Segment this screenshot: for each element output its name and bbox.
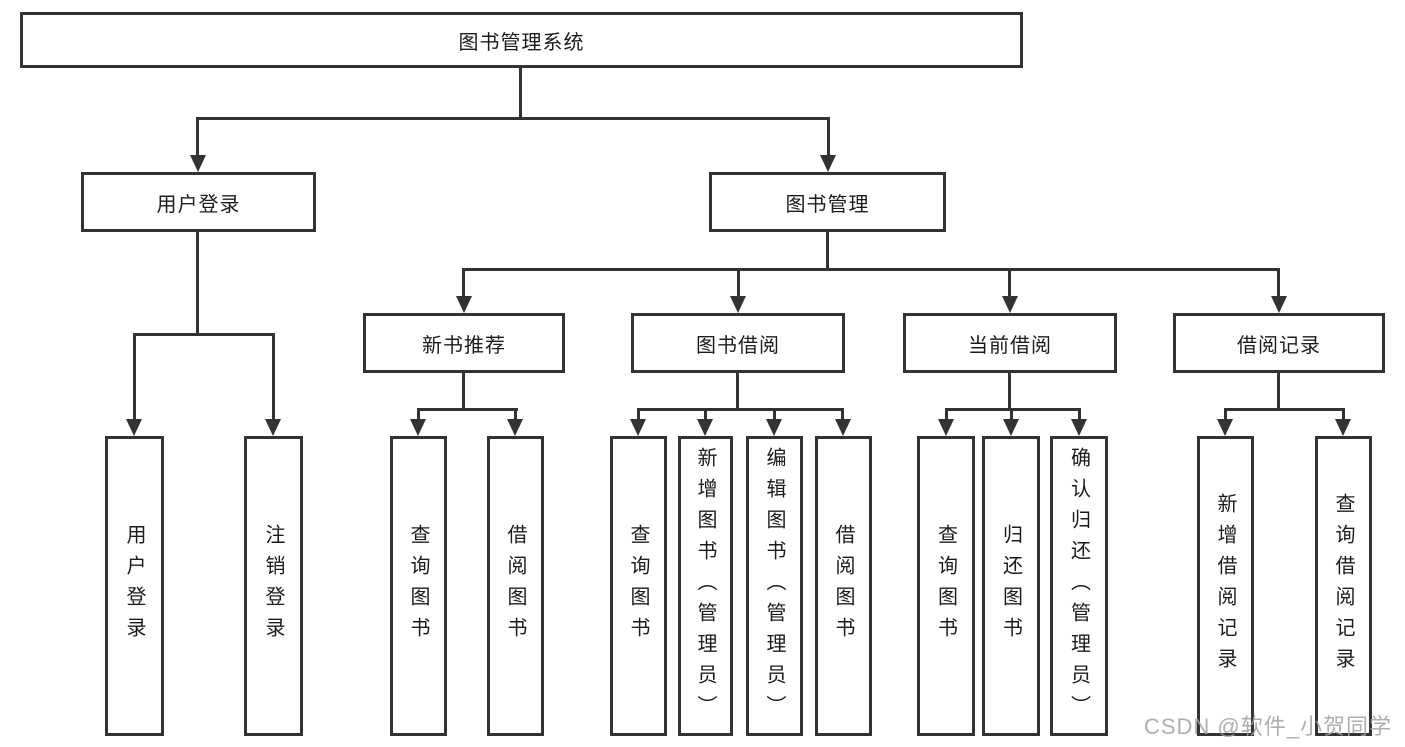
leaf-current-return-books: 归还图书	[982, 436, 1040, 736]
connector-line	[196, 117, 830, 120]
arrowhead-down-icon	[507, 419, 523, 436]
leaf-records-query-record: 查询借阅记录	[1315, 436, 1372, 736]
connector-line	[1008, 373, 1011, 411]
leaf-borrowing-query-books: 查询图书	[610, 436, 667, 736]
leaf-borrowing-edit-books-admin: 编辑图书（管理员）	[746, 436, 803, 736]
connector-line	[514, 408, 517, 423]
connector-line	[417, 408, 518, 411]
node-book-borrowing: 图书借阅	[631, 313, 845, 373]
connector-line	[272, 333, 275, 423]
arrowhead-down-icon	[730, 296, 746, 313]
csdn-watermark: CSDN @软件_小贺同学	[1143, 714, 1392, 739]
connector-line	[773, 408, 776, 423]
leaf-user-login: 用户登录	[105, 436, 164, 736]
connector-line	[704, 408, 707, 423]
connector-line	[1277, 373, 1280, 411]
connector-line	[841, 408, 844, 423]
leaf-borrowing-add-books-admin: 新增图书（管理员）	[678, 436, 733, 736]
leaf-current-query-books: 查询图书	[917, 436, 975, 736]
connector-line	[133, 333, 136, 423]
connector-line	[1078, 408, 1081, 423]
arrowhead-down-icon	[1071, 419, 1087, 436]
connector-line	[826, 232, 829, 271]
connector-line	[1224, 408, 1227, 423]
node-borrow-records: 借阅记录	[1173, 313, 1385, 373]
connector-line	[1277, 268, 1280, 299]
connector-line	[519, 68, 522, 119]
leaf-current-confirm-return-admin: 确认归还（管理员）	[1050, 436, 1108, 736]
leaf-logout: 注销登录	[244, 436, 303, 736]
node-root-system: 图书管理系统	[20, 12, 1023, 68]
arrowhead-down-icon	[456, 296, 472, 313]
node-user-login: 用户登录	[81, 172, 316, 232]
arrowhead-down-icon	[265, 419, 281, 436]
arrowhead-down-icon	[190, 155, 206, 172]
connector-line	[196, 232, 199, 336]
connector-line	[462, 268, 1280, 271]
connector-line	[1342, 408, 1345, 423]
node-current-borrowing: 当前借阅	[903, 313, 1117, 373]
leaf-borrowing-borrow-books: 借阅图书	[815, 436, 872, 736]
connector-line	[417, 408, 420, 423]
connector-line	[1010, 408, 1013, 423]
arrowhead-down-icon	[1217, 419, 1233, 436]
connector-line	[637, 408, 640, 423]
arrowhead-down-icon	[126, 419, 142, 436]
connector-line	[1008, 268, 1011, 299]
arrowhead-down-icon	[630, 419, 646, 436]
connector-line	[737, 268, 740, 299]
arrowhead-down-icon	[938, 419, 954, 436]
arrowhead-down-icon	[1271, 296, 1287, 313]
arrowhead-down-icon	[410, 419, 426, 436]
leaf-newbook-borrow-books: 借阅图书	[487, 436, 544, 736]
connector-line	[133, 333, 275, 336]
connector-line	[637, 408, 844, 411]
arrowhead-down-icon	[697, 419, 713, 436]
arrowhead-down-icon	[835, 419, 851, 436]
leaf-records-add-record: 新增借阅记录	[1197, 436, 1254, 736]
arrowhead-down-icon	[1335, 419, 1351, 436]
connector-line	[462, 268, 465, 299]
arrowhead-down-icon	[1003, 419, 1019, 436]
node-book-management: 图书管理	[709, 172, 946, 232]
connector-line	[462, 373, 465, 411]
connector-line	[736, 373, 739, 411]
connector-line	[945, 408, 1081, 411]
leaf-newbook-query-books: 查询图书	[390, 436, 447, 736]
connector-line	[945, 408, 948, 423]
connector-line	[827, 117, 830, 159]
arrowhead-down-icon	[820, 155, 836, 172]
arrowhead-down-icon	[1002, 296, 1018, 313]
connector-line	[1224, 408, 1345, 411]
node-new-book-recommend: 新书推荐	[363, 313, 565, 373]
connector-line	[196, 117, 199, 159]
arrowhead-down-icon	[766, 419, 782, 436]
